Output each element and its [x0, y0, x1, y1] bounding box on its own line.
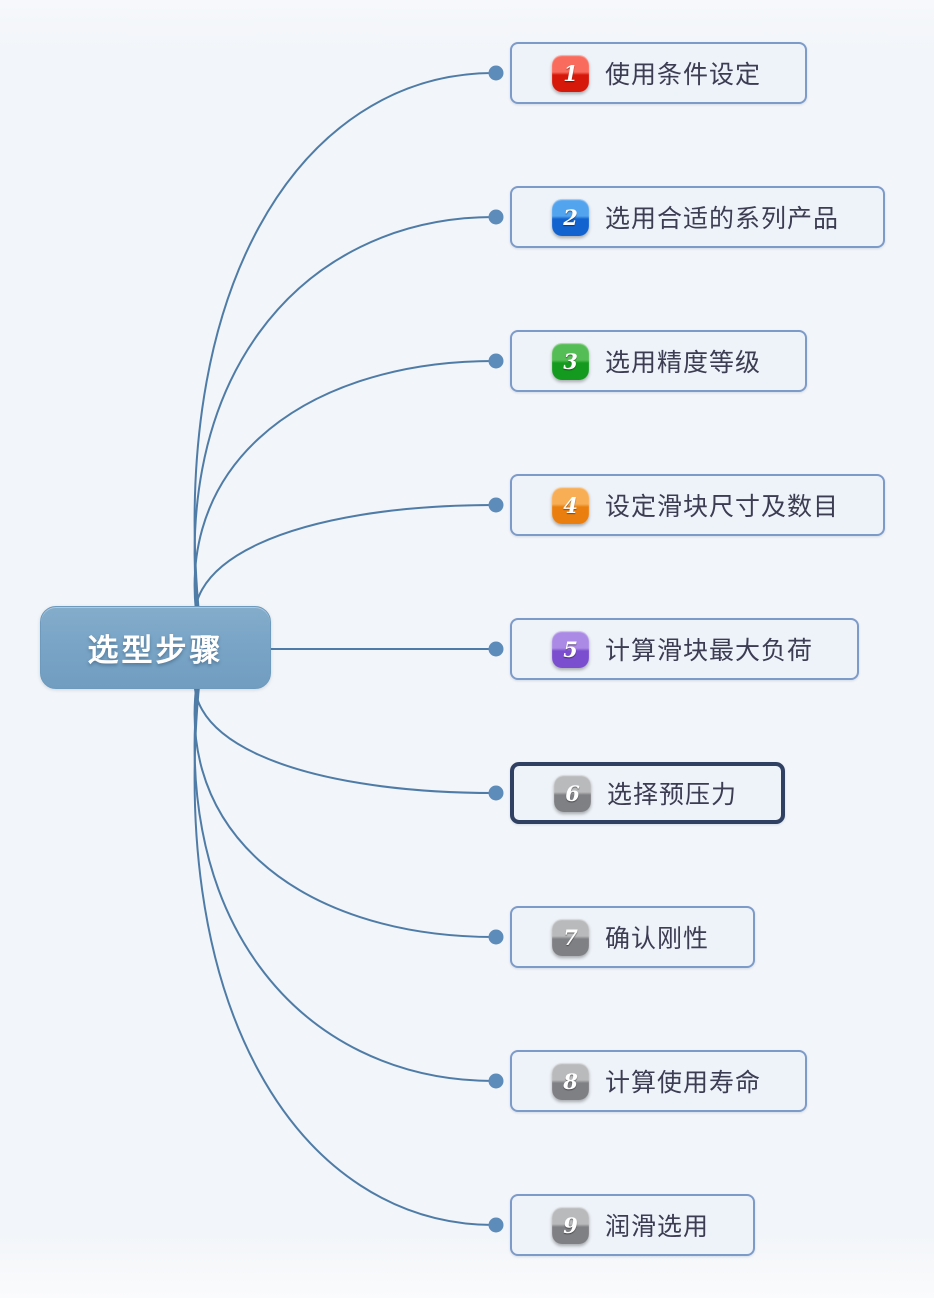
- connector-dot: [488, 65, 504, 81]
- connector-path: [193, 649, 495, 1082]
- root-node[interactable]: 选型步骤: [40, 606, 271, 689]
- number-badge-icon: 1: [552, 54, 589, 92]
- connector-dot: [488, 641, 504, 657]
- root-node-label: 选型步骤: [87, 633, 224, 668]
- step-label: 计算滑块最大负荷: [605, 637, 814, 665]
- number-badge-icon: 7: [552, 918, 589, 956]
- step-node-8[interactable]: 8 计算使用寿命: [510, 1050, 808, 1112]
- step-node-2[interactable]: 2 选用合适的系列产品: [510, 186, 886, 248]
- connector-path: [193, 649, 495, 1226]
- number-badge-icon: 2: [552, 198, 589, 236]
- step-label: 确认刚性: [605, 925, 710, 953]
- connector-path: [193, 649, 495, 938]
- step-node-7[interactable]: 7 确认刚性: [510, 906, 756, 968]
- number-badge-icon: 5: [552, 630, 589, 668]
- connector-path: [193, 72, 495, 651]
- step-node-6[interactable]: 6 选择预压力: [510, 762, 786, 824]
- connector-dot: [488, 785, 504, 801]
- step-node-5[interactable]: 5 计算滑块最大负荷: [510, 618, 860, 680]
- number-badge-icon: 6: [554, 774, 591, 812]
- step-label: 设定滑块尺寸及数目: [605, 493, 840, 521]
- step-node-9[interactable]: 9 润滑选用: [510, 1194, 756, 1256]
- step-label: 使用条件设定: [605, 61, 762, 89]
- step-label: 润滑选用: [605, 1213, 710, 1241]
- number-badge-icon: 4: [552, 486, 589, 524]
- number-badge-icon: 3: [552, 342, 589, 380]
- connector-dot: [488, 1217, 504, 1233]
- number-badge-icon: 9: [552, 1206, 589, 1244]
- connector-dot: [488, 497, 504, 513]
- number-badge-icon: 8: [552, 1062, 589, 1100]
- step-label: 选择预压力: [607, 781, 738, 809]
- step-node-3[interactable]: 3 选用精度等级: [510, 330, 808, 392]
- step-label: 选用精度等级: [605, 349, 762, 377]
- connector-dot: [488, 1073, 504, 1089]
- step-label: 选用合适的系列产品: [605, 205, 840, 233]
- connector-path: [193, 216, 495, 651]
- connector-dot: [488, 929, 504, 945]
- connector-dot: [488, 209, 504, 225]
- step-label: 计算使用寿命: [605, 1069, 762, 1097]
- step-node-4[interactable]: 4 设定滑块尺寸及数目: [510, 474, 886, 536]
- step-node-1[interactable]: 1 使用条件设定: [510, 42, 808, 104]
- connector-dot: [488, 353, 504, 369]
